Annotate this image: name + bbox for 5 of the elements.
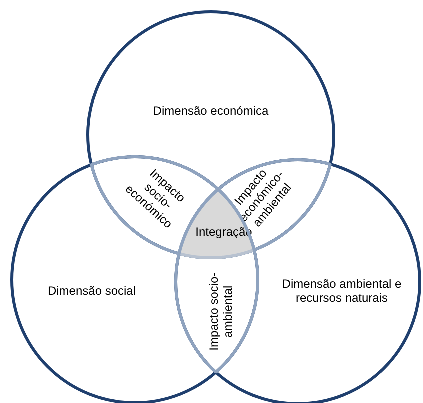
region-label: Dimensão social bbox=[46, 285, 138, 299]
region-label: Dimensão económica bbox=[152, 105, 270, 119]
region-label: Dimensão ambiental e recursos naturais bbox=[282, 278, 402, 306]
region-label: Integração bbox=[194, 226, 254, 240]
region-label: Impacto socio-ambiental bbox=[208, 272, 236, 352]
